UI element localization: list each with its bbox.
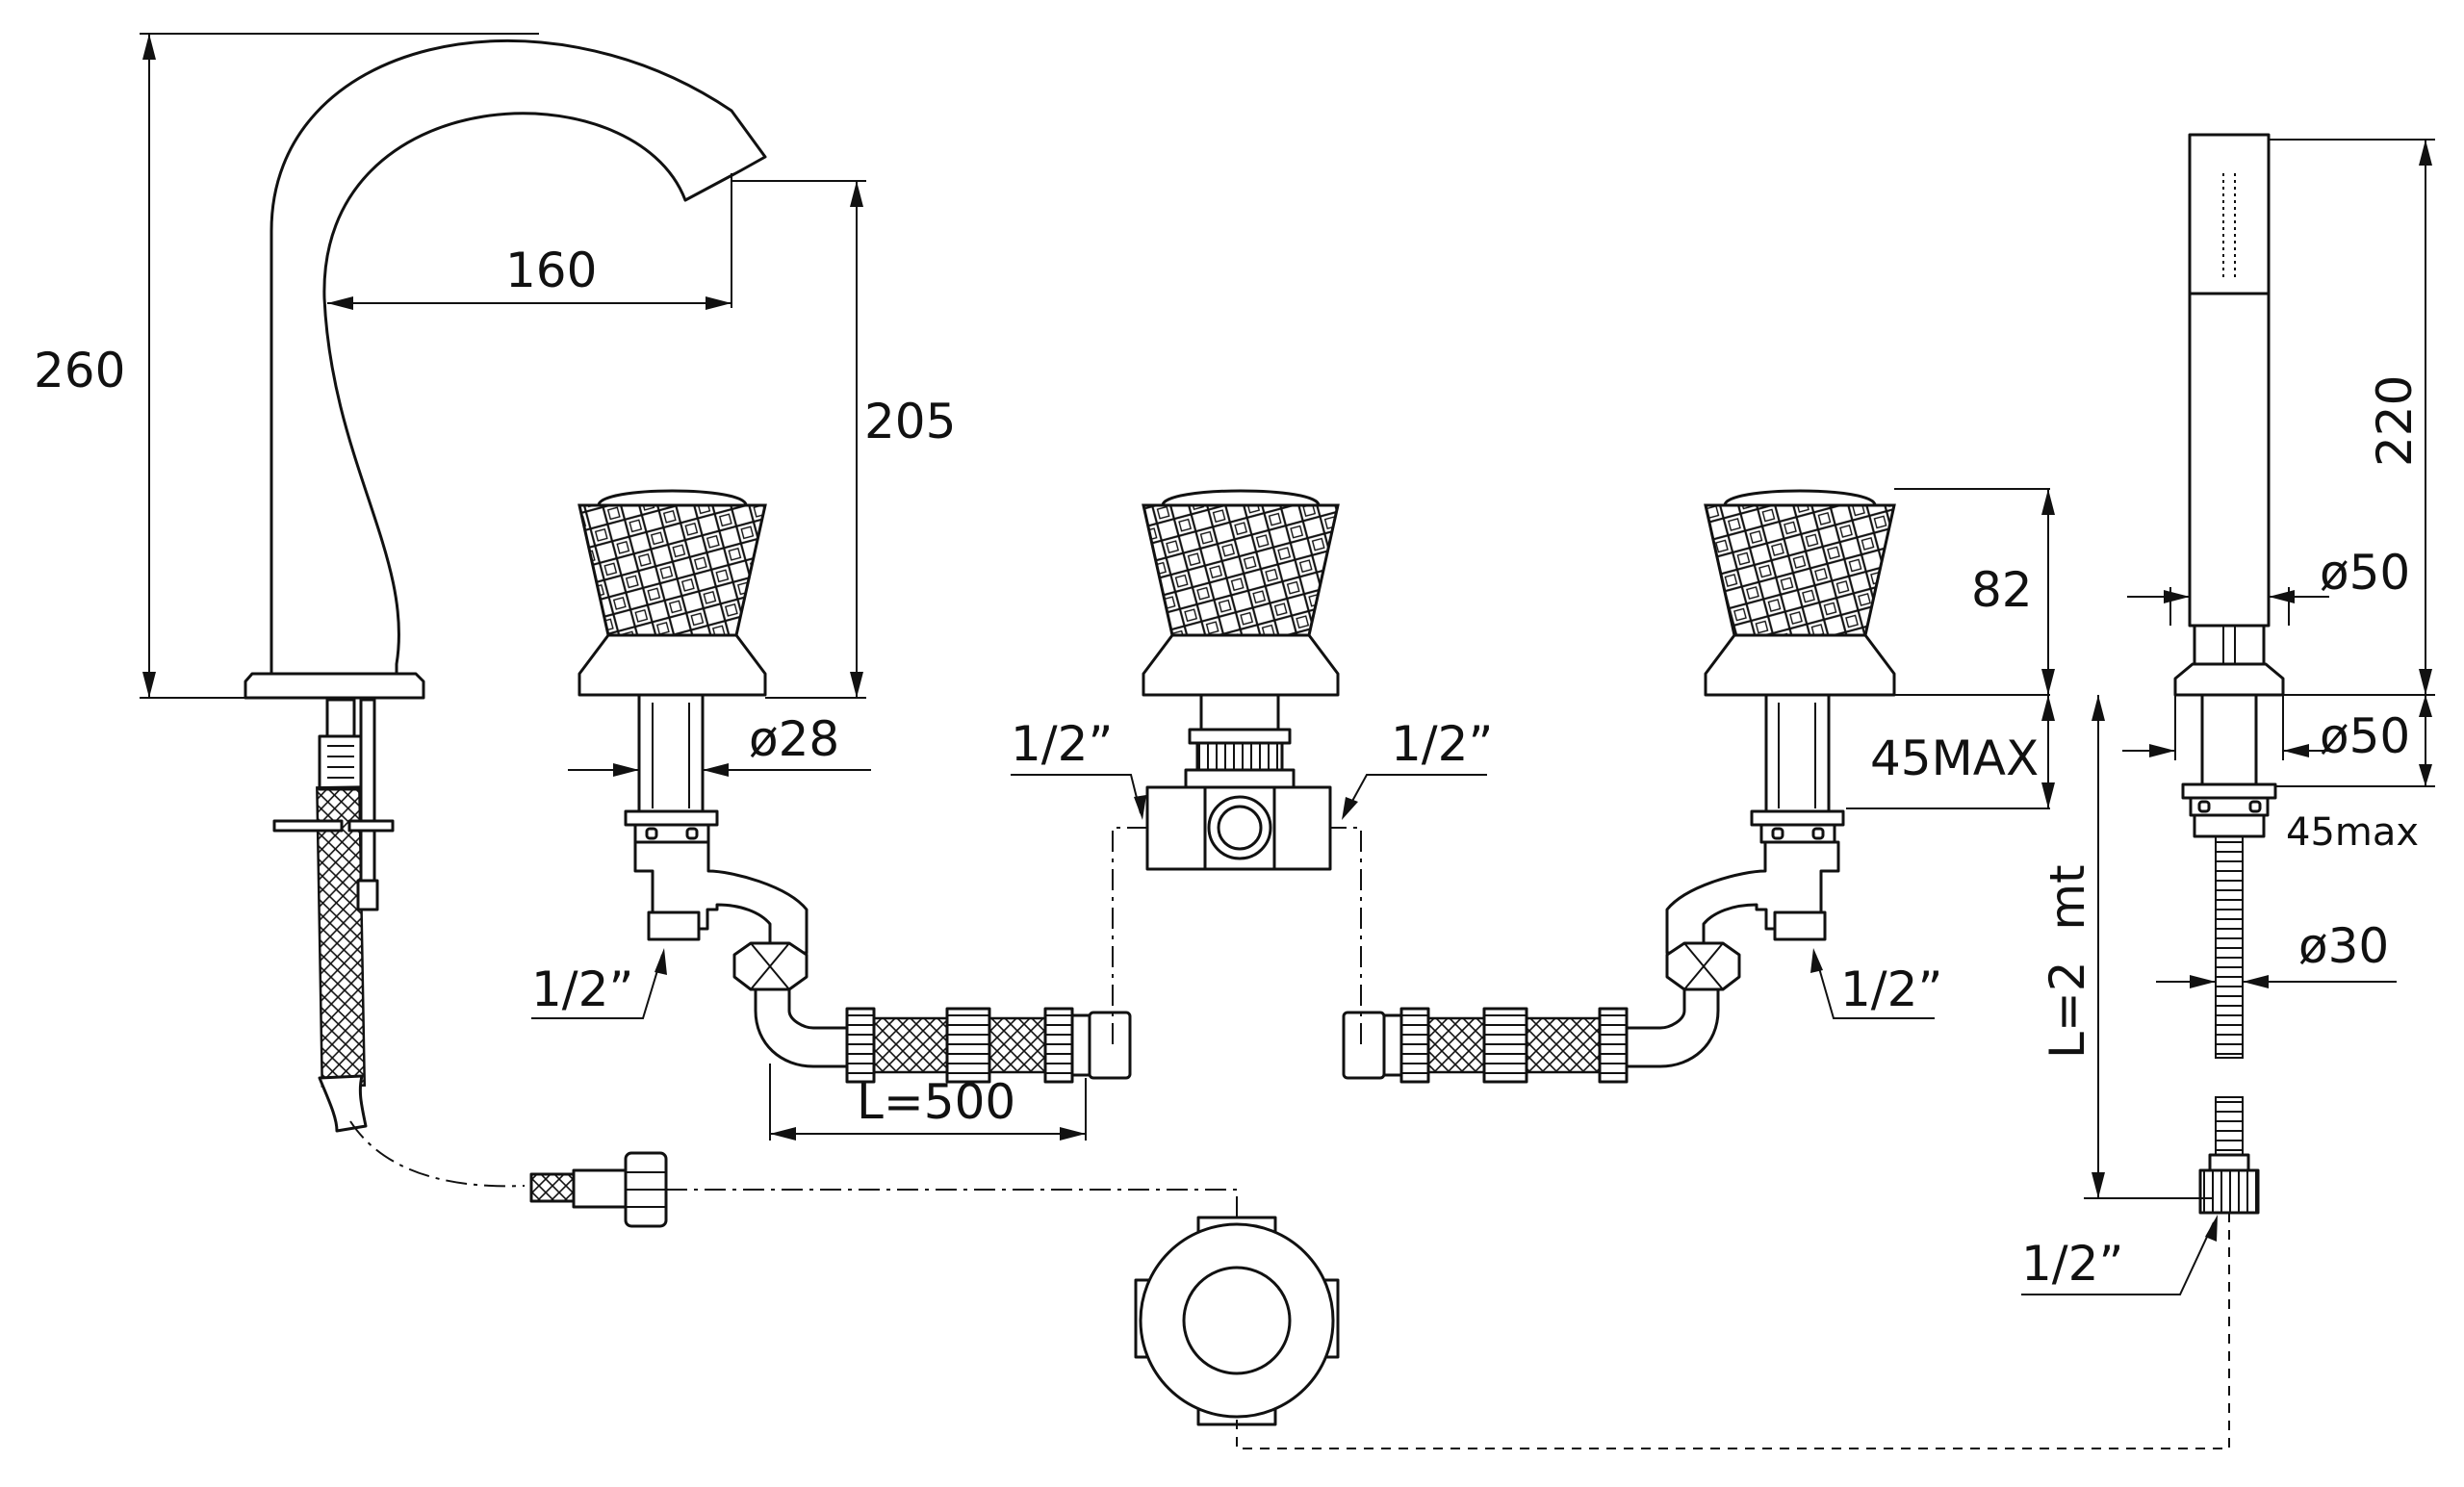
- flex-hose-length-label: L=500: [857, 1074, 1015, 1130]
- handshower-height-label: 220: [2367, 375, 2423, 467]
- spout: [244, 38, 767, 1228]
- spout-reach-label: 160: [505, 243, 597, 298]
- handshower: [2173, 133, 2285, 1215]
- left-valve: [578, 489, 1132, 1084]
- diverter: [1142, 489, 1340, 871]
- handshower-head-diameter-label: ø50: [2320, 545, 2410, 601]
- diverter-left-port-label: 1/2”: [1011, 716, 1113, 772]
- handshower-thread-label: 1/2”: [2021, 1236, 2123, 1292]
- handshower-deck-thickness-label: 45max: [2286, 810, 2419, 855]
- right-valve: [1342, 489, 1896, 1084]
- dimensions: 260 160 205 ø28 82 45MAX L=500 1/2” 1/2”…: [34, 33, 2435, 1295]
- handshower-base-diameter-label: ø50: [2320, 708, 2410, 764]
- hose-length-label: L=2 mt: [2040, 864, 2095, 1059]
- outlet-height-label: 205: [864, 394, 956, 449]
- hose-diameter-label: ø30: [2298, 918, 2389, 974]
- right-valve-inlet-label: 1/2”: [1840, 961, 1942, 1017]
- spout-height-label: 260: [34, 343, 125, 398]
- diverter-body: [1134, 1216, 1340, 1426]
- handle-height-label: 82: [1971, 562, 2033, 618]
- diverter-right-port-label: 1/2”: [1391, 716, 1493, 772]
- left-valve-inlet-label: 1/2”: [531, 961, 633, 1017]
- stem-diameter-label: ø28: [749, 711, 839, 767]
- deck-thickness-label: 45MAX: [1870, 731, 2039, 786]
- pipe-routing: [666, 827, 2230, 1449]
